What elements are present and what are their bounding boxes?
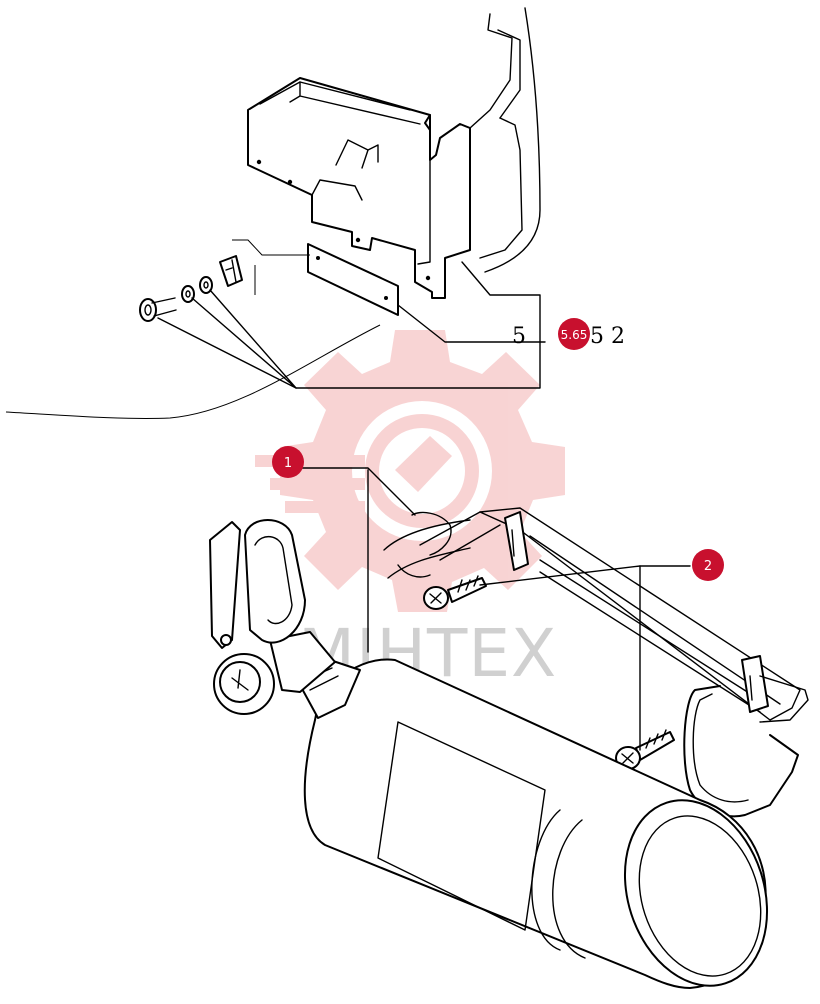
extinguisher-clamp bbox=[383, 507, 809, 818]
screw-upper bbox=[423, 575, 487, 610]
leader-lines-upper bbox=[157, 261, 546, 389]
callout-2-label[interactable]: 2 bbox=[704, 559, 712, 574]
callout-2[interactable]: 2 bbox=[692, 549, 724, 581]
reference-left-digit: 5 bbox=[512, 324, 526, 349]
screw-lower bbox=[615, 729, 675, 770]
mounting-bracket bbox=[247, 7, 541, 299]
spacer-plate bbox=[307, 243, 399, 316]
watermark-gear-logo bbox=[255, 330, 565, 612]
callout-1[interactable]: 1 bbox=[272, 446, 304, 478]
floor-edge-line bbox=[5, 324, 381, 419]
callout-1-label[interactable]: 1 bbox=[284, 456, 292, 471]
reference-number: 5 5.65 5 2 bbox=[512, 318, 625, 350]
reference-badge[interactable] bbox=[558, 318, 590, 350]
leader-lines-lower bbox=[299, 467, 691, 751]
fire-extinguisher bbox=[209, 519, 769, 989]
bolt-washer-set bbox=[139, 239, 310, 322]
reference-badge-label[interactable]: 5.65 bbox=[561, 328, 588, 342]
reference-right-digits: 5 2 bbox=[590, 324, 625, 349]
